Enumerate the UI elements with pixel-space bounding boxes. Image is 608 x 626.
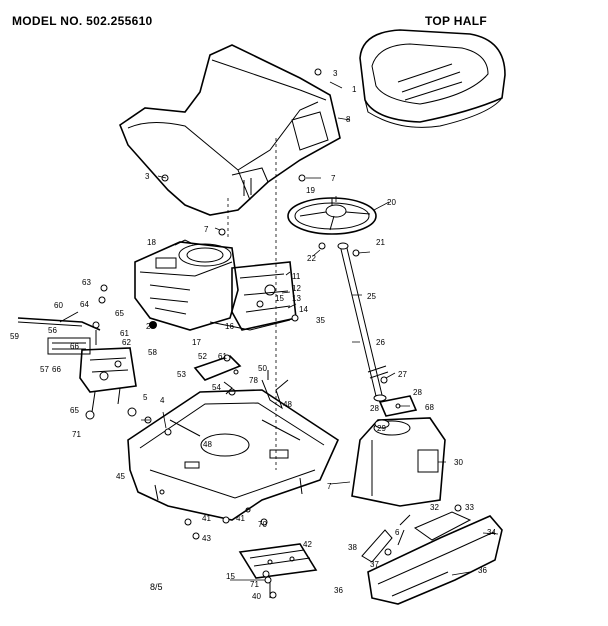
callout-c59: 59 <box>10 332 19 341</box>
callout-c27: 27 <box>398 370 407 379</box>
callout-c8: 8 <box>346 115 351 124</box>
callout-c71b: 71 <box>250 580 259 589</box>
callout-c70: 70 <box>258 520 267 529</box>
callout-c28b: 28 <box>370 404 379 413</box>
callout-c61: 61 <box>120 329 129 338</box>
callout-c1: 1 <box>352 85 357 94</box>
lever-parts <box>193 355 289 410</box>
model-number: MODEL NO. 502.255610 <box>12 14 153 28</box>
callout-c58: 58 <box>148 348 157 357</box>
callout-c78: 78 <box>249 376 258 385</box>
callout-c30: 30 <box>454 458 463 467</box>
control-panel-part <box>209 261 297 331</box>
callout-c50: 50 <box>258 364 267 373</box>
callout-c7b: 7 <box>204 225 209 234</box>
callout-c11: 11 <box>292 272 301 281</box>
page-number: 8/5 <box>150 582 163 592</box>
hood-part <box>119 44 341 216</box>
seat-part <box>359 29 506 128</box>
lower-plate-part <box>238 543 318 598</box>
callout-c3b: 3 <box>145 172 150 181</box>
callout-c41b: 41 <box>236 514 245 523</box>
callout-c16: 16 <box>225 322 234 331</box>
engine-part <box>134 239 239 331</box>
callout-c4: 4 <box>160 396 165 405</box>
callout-c15b: 15 <box>226 572 235 581</box>
callout-c7c: 7 <box>327 482 332 491</box>
callout-c34: 34 <box>487 528 496 537</box>
callout-c54: 54 <box>212 383 221 392</box>
section-title: TOP HALF <box>425 14 487 28</box>
callout-c22: 22 <box>307 254 316 263</box>
callout-c35: 35 <box>316 316 325 325</box>
callout-c6: 6 <box>395 528 400 537</box>
callout-c48b: 48 <box>203 440 212 449</box>
callout-c20: 20 <box>387 198 396 207</box>
callout-c52: 52 <box>198 352 207 361</box>
callout-c5: 5 <box>143 393 148 402</box>
bracket-part <box>374 395 418 429</box>
leader-lines <box>141 81 499 581</box>
callout-c37: 37 <box>370 560 379 569</box>
callout-c38: 38 <box>348 543 357 552</box>
callout-c53: 53 <box>177 370 186 379</box>
callout-c71: 71 <box>72 430 81 439</box>
callout-c19: 19 <box>306 186 315 195</box>
callout-c57: 57 <box>40 365 49 374</box>
callout-c33: 33 <box>465 503 474 512</box>
callout-c14: 14 <box>299 305 308 314</box>
callout-c64: 64 <box>80 300 89 309</box>
callout-c26: 26 <box>376 338 385 347</box>
callout-c13: 13 <box>292 294 301 303</box>
steering-shaft-part <box>337 242 389 402</box>
callout-c18: 18 <box>147 238 156 247</box>
callout-c36b: 36 <box>334 586 343 595</box>
callout-c66: 66 <box>70 342 79 351</box>
callout-c15: 15 <box>275 294 284 303</box>
callout-c63: 63 <box>82 278 91 287</box>
callout-c3a: 3 <box>333 69 338 78</box>
callout-c68: 68 <box>425 403 434 412</box>
callout-c25: 25 <box>367 292 376 301</box>
callout-c65: 65 <box>115 309 124 318</box>
callout-c56: 56 <box>48 326 57 335</box>
callout-c28a: 28 <box>413 388 422 397</box>
linkage-part <box>17 296 137 420</box>
pedestal-part <box>351 417 446 507</box>
frame-part <box>127 389 340 521</box>
callout-c45: 45 <box>116 472 125 481</box>
callout-c12: 12 <box>292 284 301 293</box>
callout-c29: 29 <box>377 424 386 433</box>
steering-wheel-part <box>287 197 377 235</box>
callout-c60: 60 <box>54 301 63 310</box>
callout-c7a: 7 <box>331 174 336 183</box>
callout-c65b: 65 <box>70 406 79 415</box>
callout-c41: 41 <box>202 514 211 523</box>
callout-c66b: 66 <box>52 365 61 374</box>
callout-c43: 43 <box>202 534 211 543</box>
callout-c40: 40 <box>252 592 261 601</box>
callout-c36: 36 <box>478 566 487 575</box>
callout-c61b: 61 <box>218 352 227 361</box>
bumper-part <box>361 511 503 605</box>
callout-c48a: 48 <box>283 400 292 409</box>
callout-c32: 32 <box>430 503 439 512</box>
callout-c42: 42 <box>303 540 312 549</box>
callout-c21: 21 <box>376 238 385 247</box>
callout-c17: 17 <box>192 338 201 347</box>
callout-c62: 62 <box>122 338 131 347</box>
callout-c2: 2 <box>146 322 151 331</box>
